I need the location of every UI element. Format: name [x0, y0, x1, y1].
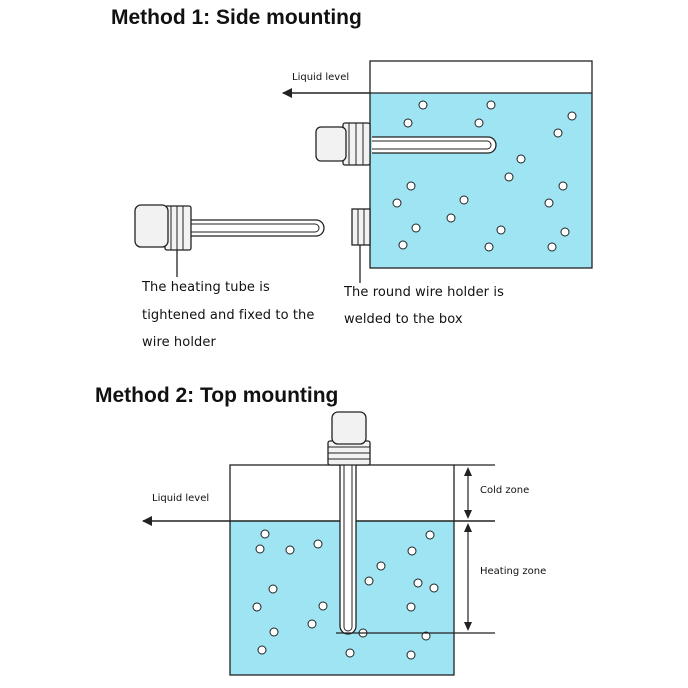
bubble	[364, 576, 374, 586]
bubble	[484, 242, 494, 252]
bubble	[560, 227, 570, 237]
method1-title: Method 1: Side mounting	[111, 6, 362, 29]
installed-heater-cap	[315, 126, 347, 162]
caption-holder-line1: The round wire holder is	[344, 285, 504, 300]
bubble	[318, 601, 328, 611]
bubble	[285, 545, 295, 555]
bubble	[406, 650, 416, 660]
bubble	[406, 602, 416, 612]
bubble	[486, 100, 496, 110]
side-mount-tank	[369, 60, 593, 269]
side-tank-bubbles	[392, 100, 577, 252]
bubble	[446, 213, 456, 223]
cold-zone-dimension	[464, 467, 472, 519]
bubble	[516, 154, 526, 164]
separate-heating-tube-inner	[190, 223, 320, 233]
bubble	[418, 100, 428, 110]
bubble	[459, 195, 469, 205]
bubble	[504, 172, 514, 182]
bubble	[496, 225, 506, 235]
installed-side-heater	[315, 122, 497, 166]
caption-tube-line3: wire holder	[142, 335, 216, 350]
bubble	[345, 648, 355, 658]
bubble	[413, 578, 423, 588]
caption-tube-line2: tightened and fixed to the	[142, 308, 315, 323]
bubble	[411, 223, 421, 233]
bubble	[252, 602, 262, 612]
heating-zone-label: Heating zone	[480, 566, 547, 577]
bubble	[269, 627, 279, 637]
caption-holder-line2: welded to the box	[344, 312, 463, 327]
bubble	[398, 240, 408, 250]
bubble	[403, 118, 413, 128]
round-wire-holder	[351, 208, 371, 246]
bubble	[255, 544, 265, 554]
wire-holder-body	[351, 208, 371, 246]
bubble	[392, 198, 402, 208]
bubble	[407, 546, 417, 556]
installed-heating-tube-inner	[372, 140, 492, 150]
method2-title: Method 2: Top mounting	[95, 384, 339, 407]
bubble	[553, 128, 563, 138]
separate-heater-cap	[134, 204, 169, 248]
bubble	[474, 118, 484, 128]
bubble	[558, 181, 568, 191]
top-tank-bubbles	[252, 529, 439, 660]
method2-liquid-level-label: Liquid level	[152, 493, 210, 504]
bubble	[567, 111, 577, 121]
vertical-heating-tube-inner	[343, 464, 353, 632]
vertical-heater-cap	[331, 411, 367, 445]
bubble	[429, 583, 439, 593]
separate-heater-thread	[164, 205, 192, 251]
installed-heating-tube-outer	[372, 136, 497, 154]
vertical-heating-tube-outer	[339, 464, 357, 635]
bubble	[544, 198, 554, 208]
bubble	[547, 242, 557, 252]
bubble	[376, 561, 386, 571]
bubble	[425, 530, 435, 540]
method1-liquid-level-label: Liquid level	[292, 72, 350, 83]
bubble	[268, 584, 278, 594]
separate-heating-tube-outer	[190, 219, 325, 237]
separate-heater	[134, 204, 325, 251]
bubble	[421, 631, 431, 641]
cold-zone-label: Cold zone	[480, 485, 530, 496]
bubble	[406, 181, 416, 191]
heating-zone-dimension	[464, 523, 472, 631]
bubble	[260, 529, 270, 539]
bubble	[313, 539, 323, 549]
bubble	[307, 619, 317, 629]
bubble	[257, 645, 267, 655]
top-mounted-heater	[327, 411, 371, 635]
caption-tube-line1: The heating tube is	[142, 280, 270, 295]
